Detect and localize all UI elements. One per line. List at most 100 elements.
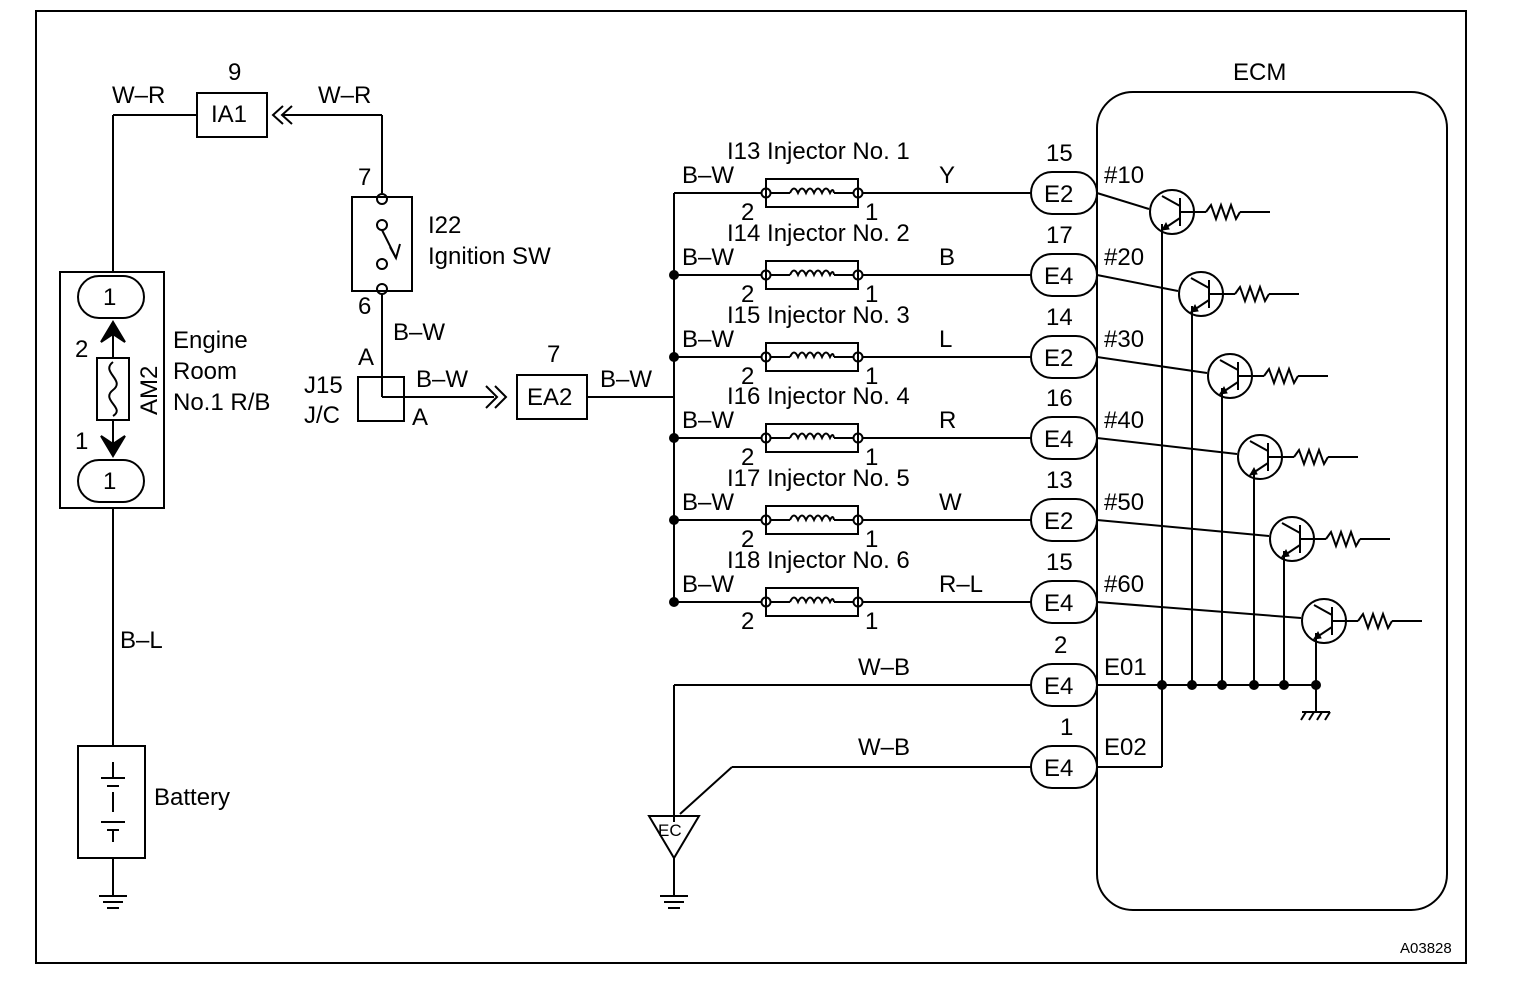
injector-name: I13 Injector No. 1: [727, 138, 910, 165]
relay-pin-top: [77, 275, 145, 319]
injector-wire-in: B–W: [682, 489, 734, 516]
injector-terminal: [760, 351, 772, 363]
battery-ground-symbol: [99, 895, 127, 909]
injector-pin-in: 2: [741, 444, 754, 471]
diagram-code: A03828: [1400, 940, 1452, 957]
injector-pin-in: 2: [741, 363, 754, 390]
injector-wire-out: Y: [939, 162, 955, 189]
relay-pin-bottom: [77, 459, 145, 503]
ecm-pin-label: #50: [1104, 489, 1144, 516]
injector-terminal: [760, 269, 772, 281]
fuse-label: AM2: [136, 366, 163, 415]
injector-terminal: [760, 596, 772, 608]
ecm-pin-label: #10: [1104, 162, 1144, 189]
jc-pin-in: A: [358, 344, 374, 371]
ignition-switch: 7 6 I22 Ignition SW B–W: [351, 115, 551, 397]
ground-wire-label-2: W–B: [858, 734, 910, 761]
injector-terminal: [852, 269, 864, 281]
injector-pin-in: 2: [741, 199, 754, 226]
junction-connector: A A J15 J/C B–W: [304, 344, 508, 431]
fuse-body: [96, 357, 130, 421]
ec-ground-symbol: [660, 895, 688, 909]
diagram-frame: [35, 10, 1467, 964]
injector-terminal: [760, 514, 772, 526]
injector-name: I17 Injector No. 5: [727, 465, 910, 492]
injector-wire-in: B–W: [682, 407, 734, 434]
injector-pin-out: 1: [865, 363, 878, 390]
battery-label: Battery: [154, 784, 230, 811]
driver-transistor-2: [1178, 271, 1299, 690]
ignition-label-1: I22: [428, 212, 461, 239]
ecm-connector-label: E2: [1044, 345, 1073, 372]
relay-block-line1: Engine: [173, 327, 248, 354]
ia1-label: IA1: [211, 101, 247, 128]
jc-label-1: J15: [304, 372, 343, 399]
injector-terminal: [852, 596, 864, 608]
injector-wire-in: B–W: [682, 326, 734, 353]
ecm-connector-label: E4: [1044, 263, 1073, 290]
ea2-connector: EA2 7 B–W: [516, 341, 674, 420]
injector-body: [765, 260, 859, 290]
injector-body: [765, 342, 859, 372]
ground-connector-1-label: E4: [1044, 673, 1073, 700]
ground-connector-1-pin: 2: [1054, 632, 1067, 659]
injector-terminal: [760, 187, 772, 199]
injector-pin-out: 1: [865, 526, 878, 553]
ec-ground-point: [647, 815, 701, 860]
ground-connector-2-label: E4: [1044, 755, 1073, 782]
ecm-pin-e01: E01: [1104, 654, 1147, 681]
ecm-connector-label: E4: [1044, 426, 1073, 453]
injector-terminal: [852, 514, 864, 526]
injector-pin-out: 1: [865, 444, 878, 471]
injector-wire-in: B–W: [682, 244, 734, 271]
relay-block-line2: Room: [173, 358, 237, 385]
injector-terminal: [852, 351, 864, 363]
wire-label-bw-ign: B–W: [393, 319, 445, 346]
ecm-pin-label: #60: [1104, 571, 1144, 598]
ecm-pin-label: #20: [1104, 244, 1144, 271]
injector-wire-out: L: [939, 326, 952, 353]
injector-wire-in: B–W: [682, 162, 734, 189]
relay-pin-bottom-label: 1: [103, 468, 116, 495]
ea2-pin: 7: [547, 341, 560, 368]
injector-pin-out: 1: [865, 608, 878, 635]
injector-name: I18 Injector No. 6: [727, 547, 910, 574]
wire-label-bw-ea2: B–W: [600, 366, 652, 393]
injector-coil: [789, 351, 835, 360]
injector-pin-in: 2: [741, 608, 754, 635]
ecm-ground-symbol: [1300, 711, 1331, 721]
driver-transistor-4: [1237, 434, 1358, 690]
ia1-connector: IA1 9 W–R: [196, 59, 382, 138]
driver-transistor-5: [1269, 516, 1390, 690]
ecm-connector-pin: 14: [1046, 304, 1073, 331]
driver-transistor-3: [1207, 353, 1328, 690]
injector-wire-out: R–L: [939, 571, 983, 598]
ecm-connector-pin: 17: [1046, 222, 1073, 249]
injector-coil: [789, 596, 835, 605]
injector-pin-out: 1: [865, 199, 878, 226]
injector-wire-in: B–W: [682, 571, 734, 598]
ground-connector-2-pin: 1: [1060, 714, 1073, 741]
injector-coil: [789, 187, 835, 196]
ecm-connector-label: E2: [1044, 181, 1073, 208]
injector-wire-out: W: [939, 489, 962, 516]
ecm-connector-label: E2: [1044, 508, 1073, 535]
relay-block-line3: No.1 R/B: [173, 389, 270, 416]
injector-body: [765, 505, 859, 535]
battery-circuit: W–R 1 1 2 1 AM2 Engine Room No.1 R/B B–L…: [59, 82, 270, 909]
injector-wire-out: R: [939, 407, 956, 434]
fuse-pin-bottom: 1: [75, 428, 88, 455]
ecm-pin-label: #30: [1104, 326, 1144, 353]
fuse-pin-top: 2: [75, 336, 88, 363]
driver-transistor-1: [1149, 189, 1270, 690]
ground-wire-label-1: W–B: [858, 654, 910, 681]
ignition-pin-bottom: 6: [358, 293, 371, 320]
injector-body: [765, 587, 859, 617]
injector-terminal: [852, 432, 864, 444]
injector-name: I15 Injector No. 3: [727, 302, 910, 329]
ecm-connector-pin: 16: [1046, 385, 1073, 412]
